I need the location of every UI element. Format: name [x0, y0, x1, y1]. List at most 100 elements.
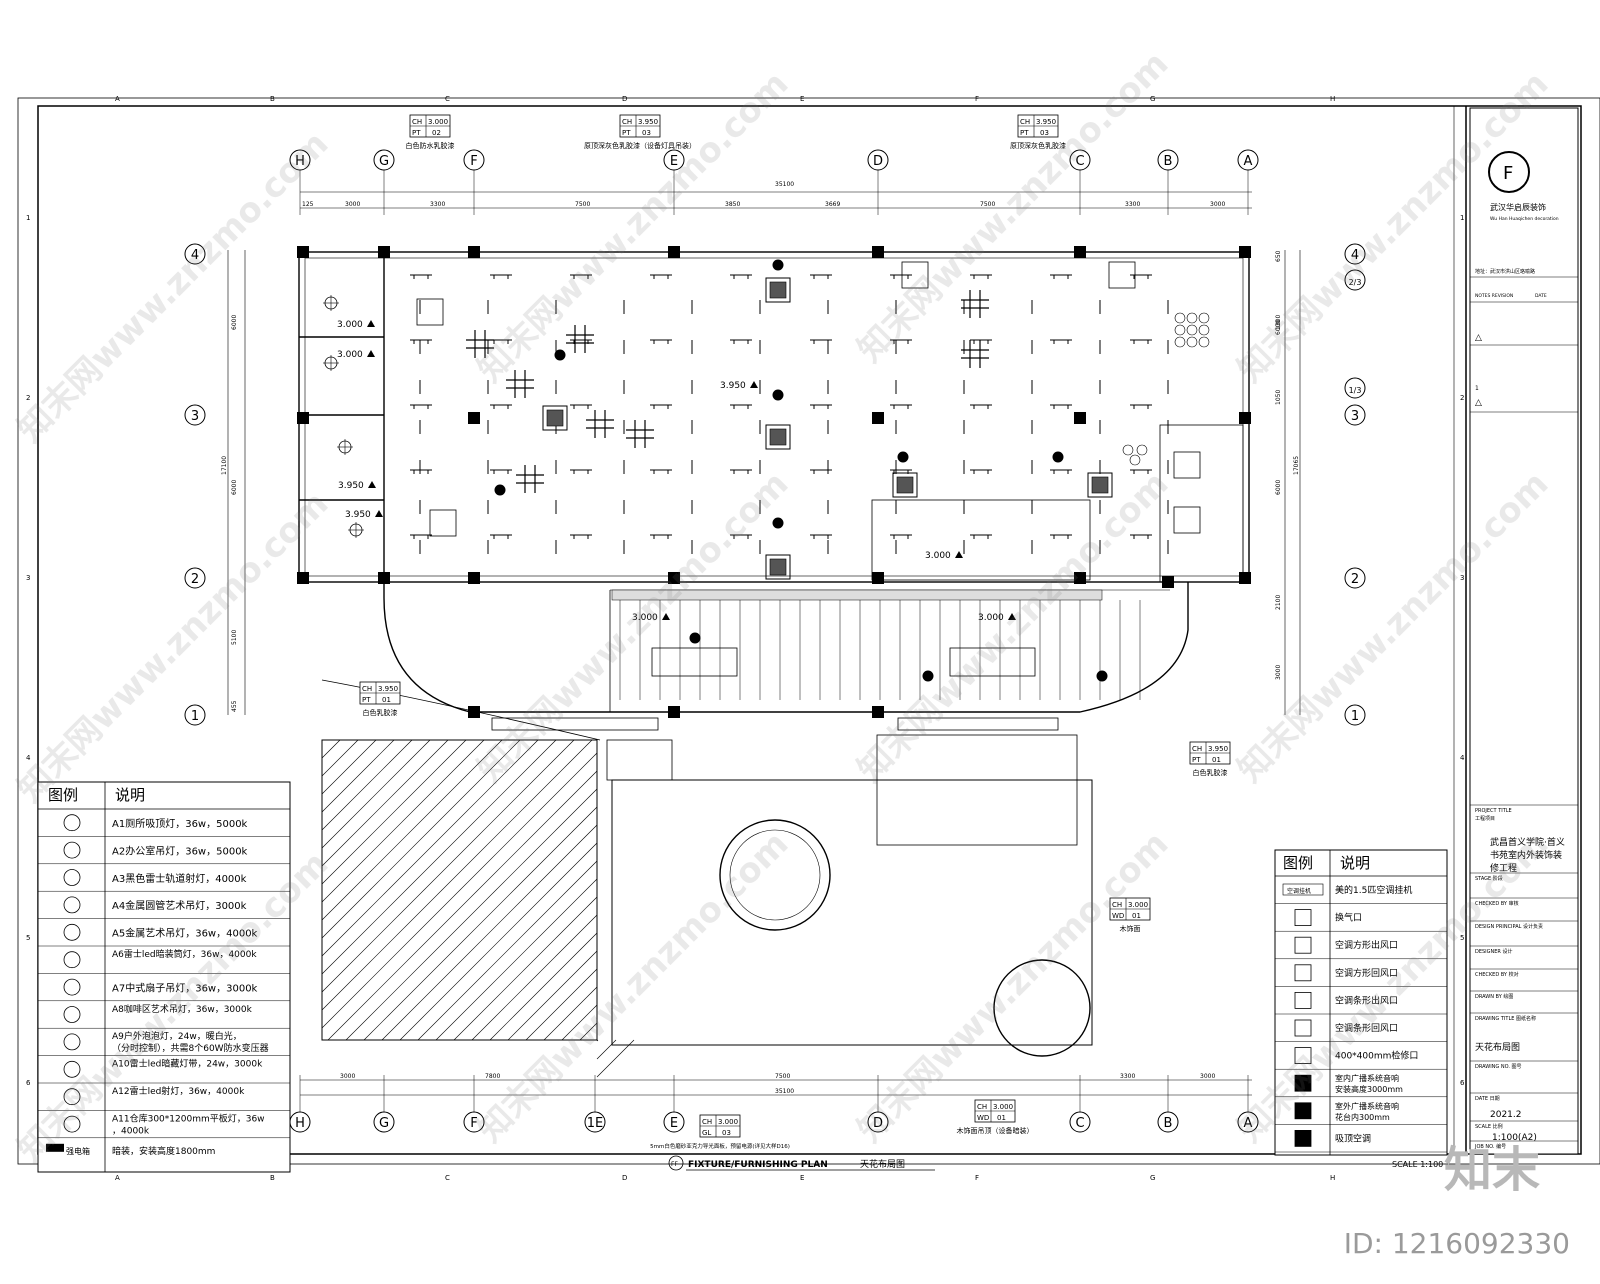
- fan-pendant: [1198, 312, 1210, 324]
- ac-unit: [901, 261, 929, 289]
- tag-type-label: GL: [702, 1129, 711, 1137]
- legend-item-text: 400*400mm检修口: [1335, 1050, 1418, 1062]
- hatch-line: [507, 950, 598, 1041]
- dim-bottom: 3000: [340, 1073, 355, 1080]
- column: [1239, 572, 1251, 584]
- dim-top: 7500: [575, 201, 590, 208]
- hatch-line: [471, 914, 598, 1041]
- dim-top: 3669: [825, 201, 840, 208]
- hatch-line: [321, 739, 557, 975]
- tag-type-value: 03: [1040, 129, 1049, 137]
- axis-top-label: C: [1075, 154, 1084, 169]
- legend-item-text: A12雷士led射灯，36w，4000k: [112, 1085, 245, 1097]
- axis-left-label: 4: [191, 248, 199, 263]
- grid-row-left: 1: [26, 214, 30, 222]
- ceiling-level: 3.000: [632, 613, 658, 623]
- legend-symbol: [1294, 1102, 1312, 1120]
- grid-row-right: 4: [1460, 754, 1465, 762]
- tag-ch-label: CH: [1112, 901, 1122, 909]
- dim-left: 455: [231, 700, 238, 712]
- tag-note: 白色防水乳胶漆: [406, 141, 455, 150]
- grid-col-top: C: [445, 95, 450, 103]
- tb-field-label: DESIGN PRINCIPAL 设计负责: [1475, 923, 1543, 930]
- axis-right: [1344, 567, 1366, 589]
- speaker: [772, 389, 784, 401]
- dim-right: 3000: [1275, 665, 1282, 680]
- axis-left-label: 2: [191, 572, 199, 587]
- axis-left: [184, 567, 206, 589]
- ceiling-level: 3.950: [338, 481, 364, 491]
- tag-type-value: 01: [1132, 912, 1141, 920]
- hatch-line: [321, 739, 413, 831]
- tag-note: 白色乳胶漆: [363, 708, 398, 717]
- column: [378, 246, 390, 258]
- building-outline: [298, 251, 1250, 1057]
- legend-item-text: A7中式扇子吊灯，36w，3000k: [112, 981, 258, 994]
- grid-row-right: 1: [1460, 214, 1464, 222]
- hatch-line: [321, 739, 431, 849]
- tag-ch-value: 3.000: [993, 1103, 1013, 1111]
- cafe-pendant: [1129, 454, 1141, 466]
- tag-type-label: WD: [977, 1114, 989, 1122]
- legend-item-text: 花台内300mm: [1335, 1112, 1390, 1122]
- dim-bottom: 3300: [1120, 1073, 1135, 1080]
- grid-row-right: 3: [1460, 574, 1464, 582]
- dim-right: 6000: [1275, 480, 1282, 495]
- legend-symbol: [1294, 964, 1312, 982]
- ceiling-level: 3.000: [925, 551, 951, 561]
- hatch-line: [596, 1039, 635, 1078]
- ac-tag-label: 空调挂机: [1287, 887, 1311, 895]
- drawing-scale: 1:100(A2): [1492, 1133, 1537, 1143]
- grid-col-bottom: A: [115, 1174, 120, 1182]
- level-marker: [955, 551, 963, 558]
- plan-title: FF FIXTURE/FURNISHING PLAN 天花布局图 SCALE 1…: [668, 1155, 1443, 1171]
- axis-bottom-label: F: [470, 1116, 477, 1131]
- axis-left: [184, 704, 206, 726]
- tag-type-label: PT: [362, 696, 371, 704]
- speaker: [1052, 451, 1064, 463]
- grid-col-bottom: C: [445, 1174, 450, 1182]
- axis-bottom-label: C: [1075, 1116, 1084, 1131]
- dim-right: 6000: [1275, 320, 1282, 335]
- ceiling-ac: [892, 472, 918, 498]
- column: [668, 246, 680, 258]
- grid-row-right: 6: [1460, 1079, 1465, 1087]
- column: [468, 412, 480, 424]
- project-title: 书苑室内外装饰装: [1490, 849, 1562, 861]
- axis-right: [1344, 243, 1366, 265]
- project-title: 武昌首义学院·首义: [1490, 836, 1565, 848]
- hatch-line: [453, 896, 598, 1041]
- tag-type-value: 01: [382, 696, 391, 704]
- grid-col-bottom: F: [975, 1174, 979, 1182]
- hatch-line: [321, 739, 341, 759]
- tag-ch-label: CH: [702, 1118, 712, 1126]
- grid-row-right: 5: [1460, 934, 1464, 942]
- axis-right: [1344, 404, 1366, 426]
- hatch-line: [543, 986, 598, 1041]
- company-logo-icon: [1488, 151, 1530, 193]
- legend-item-text: 吸顶空调: [1335, 1132, 1371, 1144]
- tb-field-label: SCALE 比例: [1475, 1123, 1503, 1130]
- grid-row-right: 2: [1460, 394, 1464, 402]
- svg-text:FIXTURE/FURNISHING PLAN: FIXTURE/FURNISHING PLAN: [688, 1160, 828, 1170]
- fan-pendant: [1186, 324, 1198, 336]
- legend-item-text: A9户外泡泡灯，24w，暖白光，: [112, 1030, 242, 1042]
- column: [668, 706, 680, 718]
- tag-note: 5mm白色磨砂亚克力导光面板，预留电源(详见大样D16): [650, 1142, 790, 1150]
- image-id: ID: 1216092330: [1343, 1227, 1570, 1260]
- legend-left: 图例说明A1厕所吸顶灯，36w，5000kA2办公室吊灯，36w，5000kA3…: [37, 781, 291, 1173]
- legend-left-h2: 说明: [115, 786, 145, 804]
- axis-top-label: D: [873, 154, 883, 169]
- grid-col-bottom: E: [800, 1174, 804, 1182]
- column: [1074, 412, 1086, 424]
- axis-bottom-label: H: [295, 1116, 305, 1131]
- legend-item-text: 换气口: [1335, 912, 1362, 924]
- level-marker: [1008, 613, 1016, 620]
- ceiling-ac: [542, 405, 568, 431]
- legend-last-label: 强电箱: [66, 1146, 90, 1156]
- axis-right-label: 3: [1351, 409, 1359, 424]
- tag-ch-label: CH: [362, 685, 372, 693]
